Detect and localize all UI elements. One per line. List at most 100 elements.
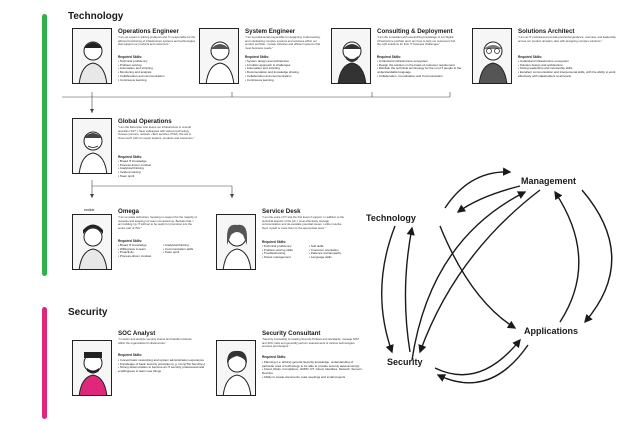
skill-item: Knowledge of basic security principles (…	[118, 362, 206, 367]
role-title: Service Desk	[262, 208, 301, 215]
skill-item: Maintain the technical terminology for t…	[377, 66, 463, 74]
skill-item: Technical proficiency	[118, 59, 204, 64]
skill-item: Continuous learning	[245, 78, 331, 83]
person-portrait-icon	[331, 28, 371, 84]
required-skills-label: Required Skills:	[377, 55, 402, 59]
role-description: "I am an IT professional providing techn…	[518, 36, 616, 43]
role-title: Solutions Architect	[518, 28, 575, 35]
skill-item: Analytical thinking	[163, 243, 204, 248]
skill-item: Cloud, Risks, Compliance, GDPR, DT, Clou…	[262, 367, 364, 375]
role-card-security-consultant: Security Consultant "Security Consulting…	[216, 330, 366, 396]
skill-item: Ability to create documents, lead meetin…	[262, 375, 364, 380]
role-title: Consulting & Deployment	[377, 28, 453, 35]
role-title: System Engineer	[245, 28, 296, 35]
role-card-consulting-deployment: Consulting & Deployment "I am the consul…	[331, 28, 463, 92]
skill-item: Strong leadership and mentorship skills	[518, 67, 618, 71]
person-portrait-icon	[216, 340, 256, 396]
rookie-tag: rookie	[84, 208, 95, 212]
skill-item: Design the solution on the basis of cust…	[377, 63, 463, 68]
skill-item: Incident solving	[118, 170, 204, 175]
skill-item: Proactivity	[118, 251, 159, 255]
skill-item: Patience and Empathy	[309, 252, 352, 256]
role-card-service-desk: Service Desk "I am the voice of IT and t…	[216, 208, 356, 278]
skill-item: Analytical thinking	[118, 167, 204, 171]
role-description: "Security Consulting is creating Securit…	[262, 338, 360, 349]
node-applications: Applications	[524, 326, 579, 336]
skill-item: Continuous learning	[118, 78, 204, 83]
skill-item: Excellent communication and interpersona…	[518, 70, 618, 78]
skill-item: A holistic approach to challenges	[245, 63, 331, 68]
skill-item: Team spirit	[118, 174, 204, 179]
skill-item: Collaboration and communication	[118, 74, 204, 79]
skill-item: Broad IT knowledge	[118, 159, 204, 164]
skill-item: Automation and scripting	[245, 67, 331, 71]
technology-section-title: Technology	[68, 11, 124, 22]
required-skills-label: Required Skills:	[518, 55, 543, 59]
skill-item: Soft skills	[309, 244, 352, 249]
node-technology: Technology	[366, 213, 416, 223]
skill-item: Broad IT knowledge	[118, 243, 159, 248]
skill-item: Customer orientation	[309, 248, 352, 253]
node-management: Management	[521, 176, 577, 186]
skill-item: Planning (i.e. Ethics) general Security …	[262, 360, 364, 368]
role-card-operations-engineer: Operations Engineer "I am an expert in s…	[72, 28, 198, 92]
person-portrait-icon	[199, 28, 239, 84]
required-skills-label: Required Skills:	[262, 355, 287, 359]
skill-item: Monitoring and analysis	[118, 70, 204, 75]
required-skills-label: Required Skills:	[262, 240, 287, 244]
skill-item: Collaboration and communication	[245, 74, 331, 79]
role-title: SOC Analyst	[118, 330, 156, 337]
skills-list: Technical proficiency Problem-solving sk…	[262, 244, 352, 260]
skill-item: Stress management	[262, 255, 305, 260]
skills-list: In-level basic networking and system adm…	[118, 358, 206, 374]
person-portrait-icon	[72, 214, 112, 270]
skill-item: Understand infrastructure ecosystem	[518, 59, 618, 64]
skills-list: Understand infrastructure ecosystem Solu…	[518, 59, 618, 79]
role-description: "I am the consultant with overarching kn…	[377, 36, 456, 47]
skill-item: Solution design and architecture	[518, 63, 618, 68]
skills-list: Broad IT knowledge Process driven mindse…	[118, 159, 204, 179]
skill-item: Problem-solving	[118, 63, 204, 68]
node-security: Security	[387, 357, 423, 367]
role-description: "I am the voice of IT and the first leve…	[262, 216, 345, 230]
technology-accent-bar	[42, 14, 47, 276]
role-card-global-operations: Global Operations "I am the fisherman wh…	[72, 118, 202, 182]
person-portrait-icon	[72, 340, 112, 396]
security-section-title: Security	[68, 307, 108, 318]
required-skills-label: Required Skills:	[118, 239, 143, 243]
skill-item: In-level basic networking and system adm…	[118, 358, 206, 363]
skill-item: Willingness to learn	[118, 247, 159, 252]
person-portrait-icon	[72, 28, 112, 84]
skill-item: Language skills	[309, 255, 352, 260]
role-card-system-engineer: System Engineer "I am a professional res…	[199, 28, 325, 92]
person-portrait-icon	[472, 28, 512, 84]
role-description: "I am the fisherman who keeps our infras…	[118, 126, 195, 140]
required-skills-label: Required Skills:	[118, 55, 143, 59]
person-portrait-icon	[72, 118, 112, 174]
required-skills-label: Required Skills:	[118, 353, 143, 357]
required-skills-label: Required Skills:	[245, 55, 270, 59]
role-title: Global Operations	[118, 118, 172, 125]
role-card-solutions-architect: Solutions Architect "I am an IT professi…	[472, 28, 622, 92]
skill-item: Process-driven mindset	[118, 254, 159, 259]
role-card-soc-analyst: SOC Analyst "I monitor and analyze secur…	[72, 330, 206, 396]
skill-item: Understand infrastructure ecosystem	[377, 59, 463, 64]
skill-item: Communication skills	[163, 247, 204, 252]
skills-list: Planning (i.e. Ethics) general Security …	[262, 360, 364, 380]
person-portrait-icon	[216, 214, 256, 270]
role-title: Operations Engineer	[118, 28, 179, 35]
skill-item: Strong determination to become an IT sec…	[118, 365, 206, 373]
skills-list: Technical proficiency Problem-solving Au…	[118, 59, 204, 83]
role-description: "I am a rookie technician, focusing on s…	[118, 216, 197, 230]
skill-item: Process driven mindset	[118, 163, 204, 168]
skill-item: Team spirit	[163, 251, 204, 255]
security-accent-bar	[42, 307, 47, 419]
skills-list: Understand infrastructure ecosystem Desi…	[377, 59, 463, 79]
required-skills-label: Required Skills:	[118, 155, 143, 159]
role-title: Security Consultant	[262, 330, 321, 337]
skill-item: Collaboration, Coordination and Communic…	[377, 74, 463, 79]
role-description: "I monitor and analyze security events a…	[118, 338, 192, 345]
role-description: "I am a professional responsible for des…	[245, 36, 321, 50]
role-card-omega: Omega "I am a rookie technician, focusin…	[72, 208, 204, 278]
